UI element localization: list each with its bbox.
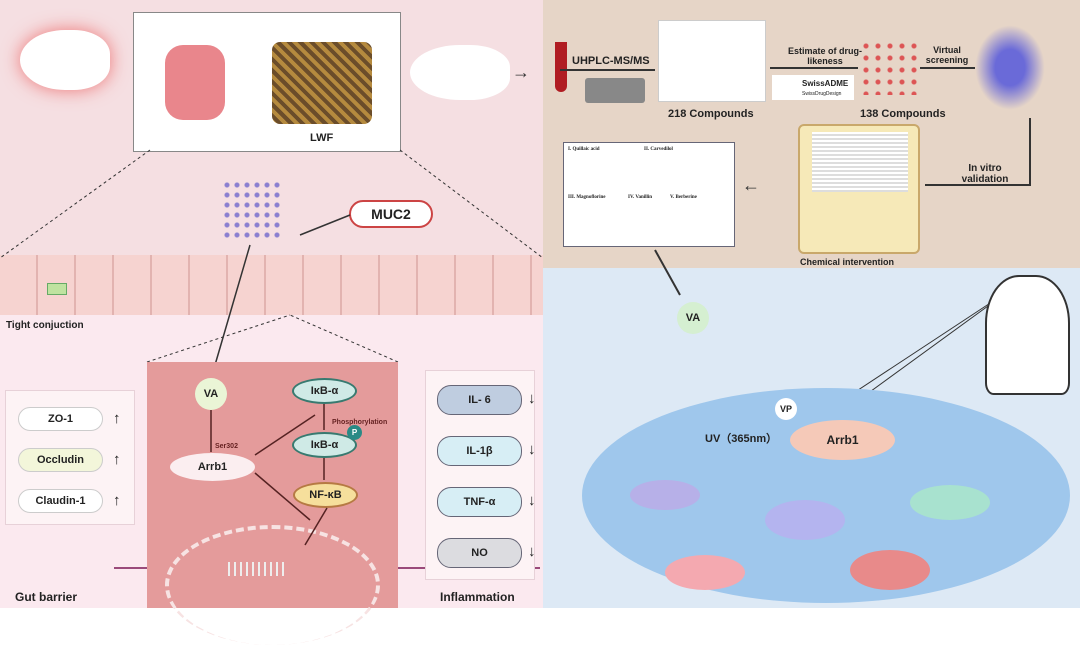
fish-image bbox=[910, 485, 990, 520]
protein-structure bbox=[975, 25, 1045, 110]
intestinal-epithelium bbox=[0, 255, 543, 315]
vp-label: VP bbox=[775, 398, 797, 420]
fish-image bbox=[630, 480, 700, 510]
swissadme-logo: SwissADME SwissDrugDesign bbox=[772, 75, 854, 100]
structure-label: V. Berberine bbox=[670, 195, 697, 200]
phosphorylation-label: Phosphorylation bbox=[332, 419, 388, 426]
ikb-node: IκB-α bbox=[292, 378, 357, 404]
va-dots bbox=[222, 180, 282, 240]
down-arrow: ↓ bbox=[528, 441, 536, 458]
fish-image bbox=[665, 555, 745, 590]
ser302-label: Ser302 bbox=[215, 443, 238, 450]
fish-image bbox=[850, 550, 930, 590]
instrument-image bbox=[585, 78, 645, 103]
structure-label: III. Magnoflorine bbox=[568, 195, 606, 200]
swissadme-sub: SwissDrugDesign bbox=[802, 91, 842, 97]
cytokine-item: IL- 6 bbox=[437, 385, 522, 415]
nfkb-node: NF-κB bbox=[293, 482, 358, 508]
dna-icon bbox=[228, 562, 288, 576]
arrow: → bbox=[512, 62, 530, 82]
blood-tube bbox=[555, 42, 567, 92]
structures-box: I. Quillaic acid II. Carvedilol III. Mag… bbox=[563, 142, 735, 247]
compound-structures bbox=[860, 40, 920, 95]
arrow-left: ← bbox=[742, 175, 760, 195]
mouse-image-2 bbox=[410, 45, 510, 100]
plate-stack bbox=[812, 132, 908, 192]
cytokine-item: NO bbox=[437, 538, 522, 568]
down-arrow: ↓ bbox=[528, 543, 536, 560]
fish-image bbox=[765, 500, 845, 540]
p-badge: P bbox=[347, 425, 362, 440]
tight-junction-icon bbox=[47, 283, 67, 295]
gut-barrier-title: Gut barrier bbox=[15, 590, 78, 604]
va-node: VA bbox=[195, 378, 227, 410]
chromatogram bbox=[658, 20, 766, 102]
structure-label: II. Carvedilol bbox=[644, 147, 673, 152]
up-arrow: ↑ bbox=[113, 410, 121, 427]
herb-label: LWF bbox=[310, 132, 334, 144]
in-vitro-label: In vitro validation bbox=[961, 163, 1009, 185]
uv-label: UV（365nm） bbox=[705, 433, 778, 445]
virtual-screening-label: Virtual screening bbox=[925, 45, 969, 65]
barrier-item: ZO-1 bbox=[18, 407, 103, 431]
structure-label: I. Quillaic acid bbox=[568, 147, 600, 152]
chemical-intervention-label: Chemical intervention bbox=[800, 257, 895, 267]
up-arrow: ↑ bbox=[113, 451, 121, 468]
muc2-label: MUC2 bbox=[349, 200, 433, 228]
arrb1-node: Arrb1 bbox=[170, 453, 255, 481]
uhplc-label: UHPLC-MS/MS bbox=[572, 55, 650, 67]
pathway-arrows bbox=[210, 404, 328, 546]
barrier-item: Claudin-1 bbox=[18, 489, 103, 513]
down-arrow: ↓ bbox=[528, 492, 536, 509]
cytokine-item: TNF-α bbox=[437, 487, 522, 517]
intestine-image bbox=[165, 45, 225, 120]
mouse-image bbox=[20, 30, 110, 90]
compounds-218: 218 Compounds bbox=[668, 108, 754, 120]
herb-images bbox=[272, 42, 372, 124]
fisherman-image bbox=[985, 275, 1070, 395]
inflammation-title: Inflammation bbox=[440, 590, 515, 604]
cytokine-item: IL-1β bbox=[437, 436, 522, 466]
swissadme-label: SwissADME bbox=[802, 79, 849, 88]
structure-label: IV. Vanillin bbox=[628, 195, 653, 200]
phospho-ikb-node: IκB-α bbox=[292, 432, 357, 458]
tight-junction-label: Tight conjuction bbox=[6, 320, 84, 331]
estimate-label: Estimate of drug-likeness bbox=[787, 46, 862, 66]
up-arrow: ↑ bbox=[113, 492, 121, 509]
barrier-item: Occludin bbox=[18, 448, 103, 472]
down-arrow: ↓ bbox=[528, 390, 536, 407]
arrb1-fish: Arrb1 bbox=[790, 420, 895, 460]
nucleus-arc bbox=[165, 525, 380, 645]
va-circle: VA bbox=[677, 302, 709, 334]
compounds-138: 138 Compounds bbox=[860, 108, 946, 120]
